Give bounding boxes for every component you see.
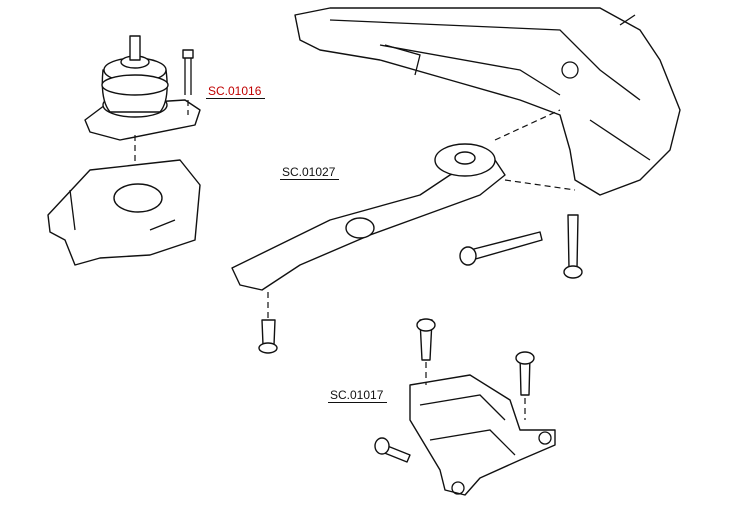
transmission-mount-drawing	[409, 362, 556, 496]
part-label-sc01017: SC.01017	[328, 389, 388, 403]
bolts-drawing	[258, 214, 583, 463]
upper-engine-mount-drawing	[84, 35, 201, 190]
engine-bracket-drawing	[47, 159, 201, 266]
torque-rod-drawing	[231, 109, 576, 320]
part-label-sc01027: SC.01027	[280, 166, 340, 180]
part-label-sc01016: SC.01016	[206, 85, 266, 99]
subframe-drawing	[294, 7, 681, 196]
